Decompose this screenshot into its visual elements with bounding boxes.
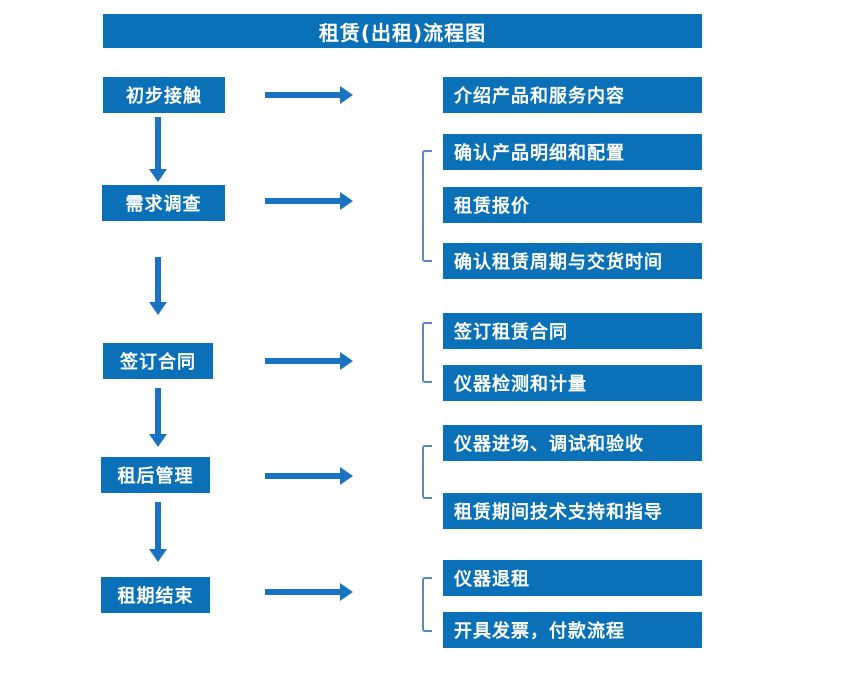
detail-box-rental-quote: 租赁报价 — [443, 187, 702, 223]
detail-box-intro-products: 介绍产品和服务内容 — [443, 77, 702, 113]
group-bracket-row5 — [422, 577, 432, 632]
detail-box-invoice-payment: 开具发票，付款流程 — [443, 612, 702, 648]
detail-box-confirm-config: 确认产品明细和配置 — [443, 134, 702, 170]
arrow-shaft — [265, 198, 342, 204]
arrow-head — [340, 192, 353, 210]
right-arrow-row3-icon — [265, 352, 353, 370]
detail-box-instrument-testing: 仪器检测和计量 — [443, 365, 702, 401]
arrow-head — [149, 169, 167, 182]
step-box-demand-survey: 需求调查 — [102, 185, 225, 221]
down-arrow-1-icon — [149, 117, 167, 182]
group-bracket-row4 — [422, 445, 432, 499]
step-box-rental-end: 租期结束 — [101, 577, 210, 613]
right-arrow-row2-icon — [265, 192, 353, 210]
down-arrow-4-icon — [149, 502, 167, 562]
arrow-shaft — [265, 589, 342, 595]
down-arrow-3-icon — [149, 388, 167, 447]
arrow-shaft — [155, 257, 161, 304]
detail-box-sign-rental-contract: 签订租赁合同 — [443, 313, 702, 349]
detail-box-instrument-setup: 仪器进场、调试和验收 — [443, 425, 702, 461]
page-title: 租赁(出租)流程图 — [103, 14, 702, 48]
right-arrow-row1-icon — [265, 86, 353, 104]
group-bracket-row3 — [422, 322, 432, 383]
arrow-head — [340, 352, 353, 370]
detail-box-confirm-period: 确认租赁周期与交货时间 — [443, 243, 702, 279]
arrow-shaft — [265, 92, 342, 98]
group-bracket-row2 — [422, 150, 432, 262]
detail-box-instrument-return: 仪器退租 — [443, 560, 702, 596]
arrow-shaft — [265, 473, 342, 479]
detail-box-tech-support: 租赁期间技术支持和指导 — [443, 493, 702, 529]
arrow-head — [340, 583, 353, 601]
arrow-head — [340, 467, 353, 485]
arrow-shaft — [155, 502, 161, 551]
arrow-head — [149, 302, 167, 315]
step-box-sign-contract: 签订合同 — [103, 343, 213, 379]
arrow-head — [149, 434, 167, 447]
down-arrow-2-icon — [149, 257, 167, 315]
arrow-shaft — [155, 388, 161, 436]
step-box-post-rental: 租后管理 — [101, 457, 210, 493]
arrow-head — [149, 549, 167, 562]
right-arrow-row4-icon — [265, 467, 353, 485]
arrow-shaft — [265, 358, 342, 364]
arrow-shaft — [155, 117, 161, 171]
arrow-head — [340, 86, 353, 104]
right-arrow-row5-icon — [265, 583, 353, 601]
step-box-initial-contact: 初步接触 — [103, 77, 225, 113]
